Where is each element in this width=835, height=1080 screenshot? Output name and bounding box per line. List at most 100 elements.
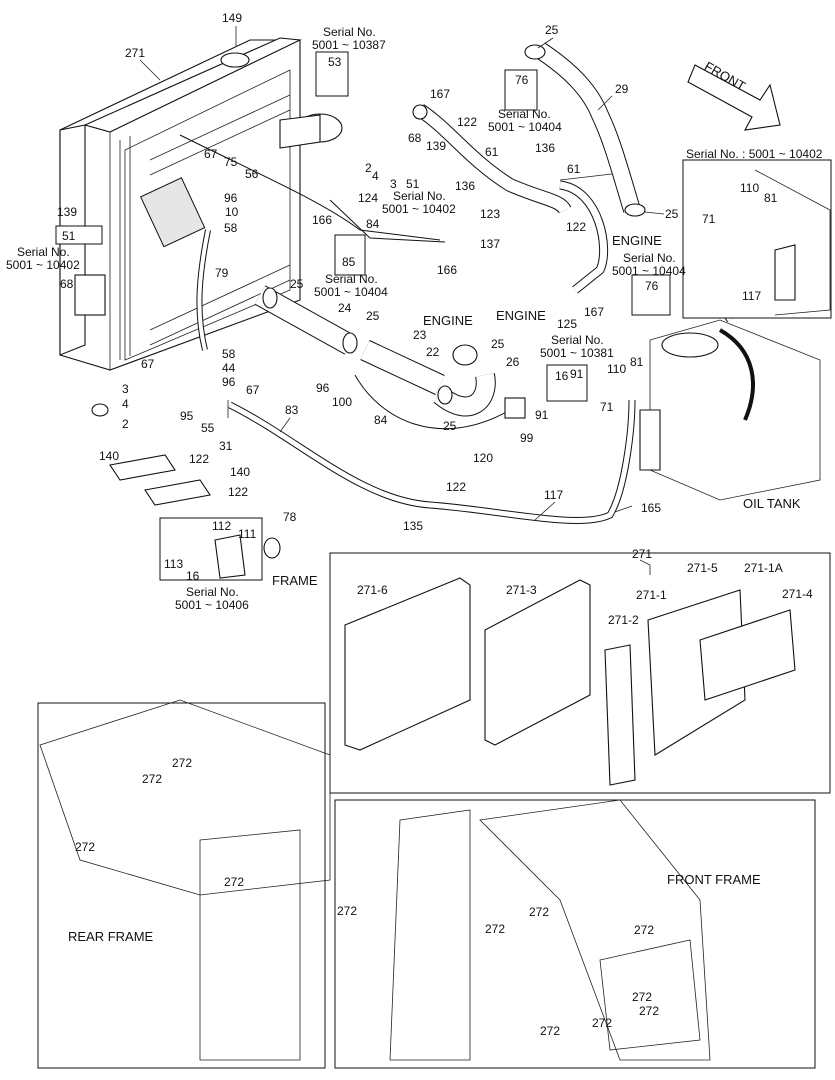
serial-10387-l2: 5001 ~ 10387 [312,38,386,52]
callout-122d: 122 [228,485,248,499]
oil-tank-label: OIL TANK [743,496,801,511]
callout-271-2: 271-2 [608,613,639,627]
serial-10402d: Serial No. : 5001 ~ 10402 [686,147,823,161]
callout-4b: 4 [122,397,129,411]
callout-117a: 117 [742,289,761,303]
serial-10387-l1: Serial No. [323,25,376,39]
callout-25b: 25 [665,207,679,221]
callout-272d: 272 [224,875,244,889]
serial-10404b-l1: Serial No. [623,251,676,265]
callout-16a: 16 [555,369,569,383]
callout-167b: 167 [584,305,604,319]
callout-272g: 272 [529,905,549,919]
serial-10404a: Serial No.5001 ~ 10404 [488,107,562,134]
callout-26: 26 [506,355,520,369]
callout-272a: 272 [172,756,192,770]
serial-10381: Serial No.5001 ~ 10381 [540,333,614,360]
callout-139b: 139 [57,205,77,219]
callout-100: 100 [332,395,352,409]
callout-61b: 61 [567,162,581,176]
callout-25a: 25 [545,23,559,37]
callout-111: 111 [238,527,257,541]
serial-10402a-l1: Serial No. [393,189,446,203]
callout-44: 44 [222,361,236,375]
callout-165: 165 [641,501,661,515]
callout-166a: 166 [312,213,332,227]
callout-113: 113 [164,557,183,571]
serial-10404b: Serial No.5001 ~ 10404 [612,251,686,278]
callout-61a: 61 [485,145,499,159]
callout-81b: 81 [630,355,644,369]
callout-110b: 110 [607,362,626,376]
callout-16b: 16 [186,569,200,583]
oil-tank [639,319,821,501]
rear-frame-label: REAR FRAME [68,929,154,944]
callout-75: 75 [224,155,238,169]
callout-68b: 68 [60,277,74,291]
callout-272k: 272 [592,1016,612,1030]
pointer-arrow [719,328,755,421]
callout-112: 112 [212,519,231,533]
callout-25d: 25 [366,309,380,323]
callout-272e: 272 [337,904,357,918]
callout-91a: 91 [535,408,549,422]
frame-label: FRAME [272,573,318,588]
callout-51b: 51 [62,229,76,243]
leader-lines [139,26,665,575]
callout-53: 53 [328,55,342,69]
callout-56: 56 [245,167,259,181]
callout-31: 31 [219,439,233,453]
callout-96b: 96 [222,375,236,389]
callout-24: 24 [338,301,352,315]
callout-135: 135 [403,519,423,533]
callout-140b: 140 [230,465,250,479]
callout-55: 55 [201,421,215,435]
serial-labels: Serial No.5001 ~ 10387 Serial No.5001 ~ … [6,25,823,612]
serial-10402c: Serial No.5001 ~ 10404 [314,272,388,299]
callout-272l: 272 [639,1004,659,1018]
callout-122a: 122 [457,115,477,129]
callout-271a: 271 [125,46,145,60]
front-frame-label: FRONT FRAME [667,872,761,887]
callout-25e: 25 [491,337,505,351]
callout-23: 23 [413,328,427,342]
front-arrow: FRONT [687,58,781,131]
callout-271-4: 271-4 [782,587,813,601]
callout-272h: 272 [634,923,654,937]
callout-271-1A: 271-1A [744,561,783,575]
serial-10402b: Serial No.5001 ~ 10402 [6,245,80,272]
serial-10404a-l2: 5001 ~ 10404 [488,120,562,134]
callout-110a: 110 [740,181,759,195]
callout-71a: 71 [702,212,716,226]
callout-22: 22 [426,345,440,359]
callout-117b: 117 [544,488,563,502]
callout-123: 123 [480,207,500,221]
callout-2a: 2 [365,161,372,175]
serial-10402b-l2: 5001 ~ 10402 [6,258,80,272]
callout-79: 79 [215,266,229,280]
frame-brackets [109,454,281,581]
serial-10402a-l2: 5001 ~ 10402 [382,202,456,216]
callout-25c: 25 [290,277,304,291]
callout-166b: 166 [437,263,457,277]
callout-149: 149 [222,11,242,25]
callout-271b: 271 [632,547,652,561]
callout-25f: 25 [443,419,457,433]
callout-67c: 67 [141,357,155,371]
serial-10387: Serial No.5001 ~ 10387 [312,25,386,52]
callout-120: 120 [473,451,493,465]
callout-68a: 68 [408,131,422,145]
serial-10402c-l2: 5001 ~ 10404 [314,285,388,299]
callout-71b: 71 [600,400,614,414]
callout-122c: 122 [189,452,209,466]
serial-10402a: Serial No.5001 ~ 10402 [382,189,456,216]
callout-139a: 139 [426,139,446,153]
callout-272c: 272 [75,840,95,854]
callout-122e: 122 [446,480,466,494]
serial-10381-l2: 5001 ~ 10381 [540,346,614,360]
callout-272j: 272 [540,1024,560,1038]
callout-76b: 76 [645,279,659,293]
callout-4a: 4 [372,169,379,183]
radiator-assembly [59,37,343,417]
callout-91b: 91 [570,367,584,381]
